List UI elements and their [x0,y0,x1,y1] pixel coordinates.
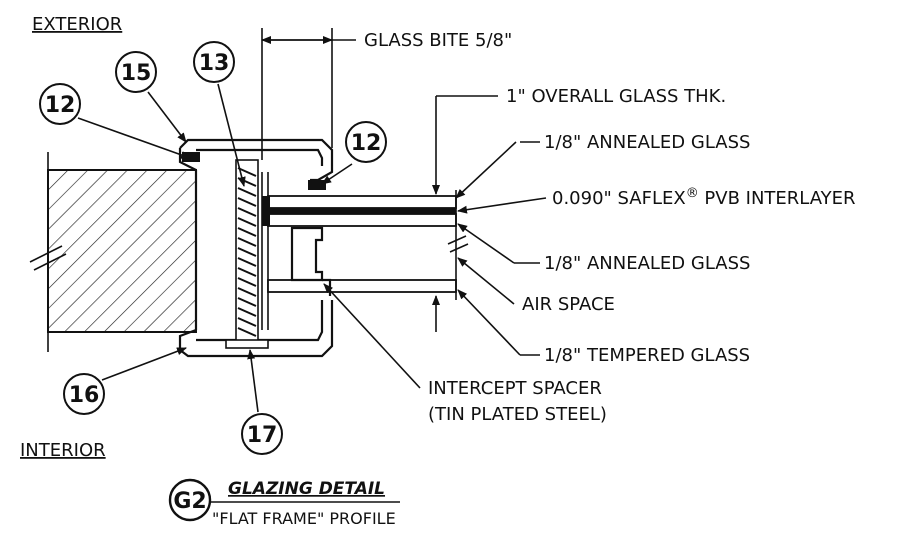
detail-title: GLAZING DETAIL [228,479,385,499]
callout-12-right: 12 [345,121,387,163]
leader-lines [77,83,547,413]
overall-thickness-label: 1" OVERALL GLASS THK. [506,86,726,107]
air-space-label: AIR SPACE [522,294,615,315]
interior-label: INTERIOR [20,440,106,461]
callout-17-text: 17 [247,423,278,448]
annealed-glass-top-label: 1/8" ANNEALED GLASS [544,132,750,153]
callout-15: 15 [115,51,157,93]
intercept-spacer-label: INTERCEPT SPACER [428,378,602,399]
callout-15-text: 15 [121,61,152,86]
callout-17: 17 [241,413,283,455]
detail-tag-text: G2 [173,489,206,514]
callout-12-left: 12 [39,83,81,125]
pvb-prefix: 0.090" SAFLEX [552,188,686,209]
callout-12-right-text: 12 [351,131,382,156]
pvb-suffix: PVB INTERLAYER [699,188,856,209]
detail-subtitle: "FLAT FRAME" PROFILE [212,509,396,528]
tempered-glass-label: 1/8" TEMPERED GLASS [544,345,750,366]
intercept-spacer-material-label: (TIN PLATED STEEL) [428,404,607,425]
pvb-reg: ® [686,186,699,201]
callout-16: 16 [63,373,105,415]
callout-12-left-text: 12 [45,93,76,118]
annealed-glass-bottom-label: 1/8" ANNEALED GLASS [544,253,750,274]
exterior-label: EXTERIOR [32,14,122,35]
glass-bite-label: GLASS BITE 5/8" [364,30,512,51]
callout-13-text: 13 [199,51,230,76]
callout-16-text: 16 [69,383,100,408]
pvb-interlayer-label: 0.090" SAFLEX® PVB INTERLAYER [552,186,856,210]
callout-13: 13 [193,41,235,83]
detail-tag: G2 [168,478,400,522]
overall-thickness-dimension [432,95,498,332]
hatched-wall-section [29,152,197,352]
glass-bite-dimension [261,28,356,160]
fastener-screw [225,159,269,349]
glass-unit [262,190,469,300]
